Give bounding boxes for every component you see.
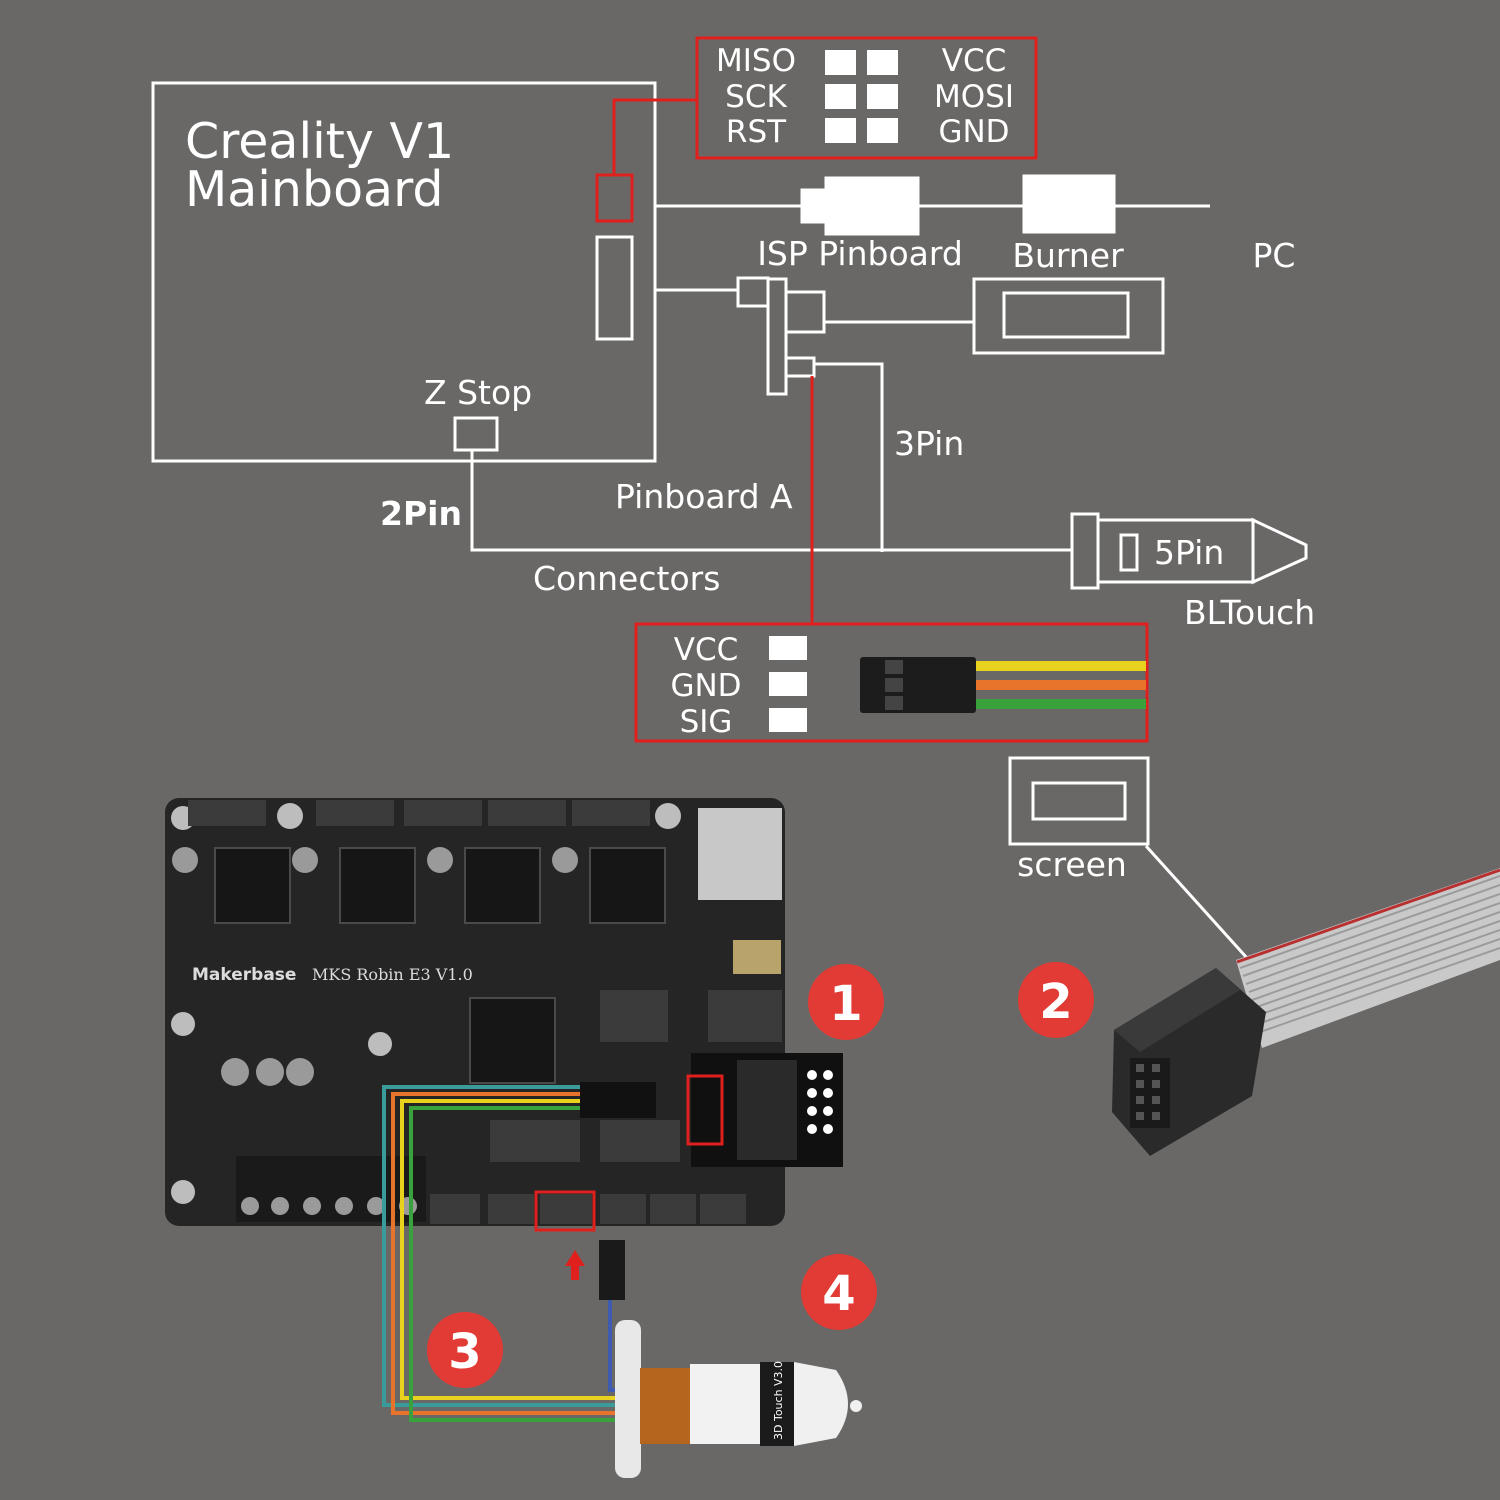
step-badge-2: 2	[1018, 962, 1094, 1038]
pinboard-a-label: Pinboard A	[615, 477, 793, 516]
bltouch-label: BLTouch	[1184, 593, 1315, 632]
board-brand-text: Makerbase	[192, 965, 296, 985]
step-badge-2-text: 2	[1039, 974, 1072, 1030]
zstop-label: Z Stop	[424, 373, 532, 412]
connectors-label: Connectors	[533, 559, 720, 598]
mainboard-exp-header	[595, 235, 634, 341]
bltouch-tip	[1251, 517, 1308, 585]
3d-touch-probe: 3D Touch V3.0	[615, 1320, 862, 1478]
step-badge-4-text: 4	[822, 1266, 855, 1322]
pinboard-a-photo	[686, 1053, 843, 1167]
screen-connector-outline	[1008, 756, 1150, 846]
pin2-wire	[470, 448, 1072, 552]
pinboard-a-exp-port	[784, 290, 826, 334]
step-badge-4: 4	[801, 1254, 877, 1330]
bltouch-schematic	[1070, 512, 1308, 590]
burner-label: Burner	[1012, 236, 1124, 275]
bltouch-5pin-port	[1119, 533, 1139, 572]
screen-connector-slot	[1031, 781, 1127, 821]
pinboard-a-body	[766, 277, 788, 396]
board-dupont	[580, 1082, 656, 1118]
screen-leader-line	[1144, 844, 1258, 970]
pin5-label: 5Pin	[1154, 533, 1224, 572]
step-badge-1: 1	[808, 964, 884, 1040]
mainboard-outline	[151, 81, 657, 463]
isp-pin-mosi: MOSI	[934, 79, 1014, 115]
bltouch-pin-gnd: GND	[670, 668, 741, 704]
isp-pin-gnd: GND	[938, 114, 1009, 150]
isp-pin-miso: MISO	[716, 43, 796, 79]
board-model-text: MKS Robin E3 V1.0	[312, 965, 473, 984]
ribbon-cable	[1236, 868, 1500, 1048]
mks-robin-board: Makerbase MKS Robin E3 V1.0	[165, 798, 785, 1226]
pinboard-a-input	[736, 276, 770, 308]
isp-highlight	[595, 36, 1038, 223]
pin2-label: 2Pin	[380, 494, 462, 533]
probe-model-text: 3D Touch V3.0	[772, 1361, 785, 1440]
screen-label: screen	[1017, 845, 1127, 884]
pinboard-a-probe-highlight	[686, 1074, 724, 1146]
dupont-connector	[860, 657, 1146, 713]
isp-pinboard-plug	[800, 188, 828, 224]
step-badge-3-text: 3	[448, 1324, 481, 1380]
isp-pinout-box	[695, 36, 1038, 160]
programmer-chain	[655, 174, 1210, 236]
zstop-port	[453, 416, 499, 452]
bltouch-pin-sig: SIG	[680, 704, 733, 740]
isp-pin-sck: SCK	[725, 79, 787, 115]
idc-plug	[1112, 968, 1266, 1156]
bltouch-pin-vcc: VCC	[674, 632, 739, 668]
isp-pinboard-label: ISP Pinboard	[757, 234, 963, 273]
isp-port-highlight	[595, 173, 634, 223]
bltouch-pinout-pads	[769, 636, 807, 732]
probe-wires	[382, 1085, 690, 1422]
pin3-wire	[814, 362, 884, 552]
mainboard-title-line2: Mainboard	[185, 161, 443, 218]
pc-label: PC	[1253, 236, 1296, 275]
isp-leader-line	[612, 98, 697, 175]
step-badge-1-text: 1	[829, 976, 862, 1032]
pinboard-a-probe-port	[784, 356, 816, 378]
bltouch-pinout-box	[634, 622, 1149, 743]
burner-body	[1022, 174, 1116, 234]
isp-pin-vcc: VCC	[942, 43, 1007, 79]
bltouch-plug	[1070, 512, 1100, 590]
pin3-label: 3Pin	[894, 424, 964, 463]
isp-pin-rst: RST	[726, 114, 787, 150]
step-badge-3: 3	[427, 1312, 503, 1388]
screen-connector	[1008, 756, 1258, 970]
mainboard-title-line1: Creality V1	[185, 113, 454, 170]
zstop-plug	[599, 1240, 625, 1300]
isp-pinboard-body	[824, 176, 920, 236]
screen-cable-connector-slot	[1002, 291, 1130, 339]
red-up-arrow-icon	[565, 1250, 585, 1280]
isp-pinout-pads	[825, 50, 898, 143]
screen-cable-connector	[972, 277, 1165, 355]
pinboard-a	[470, 276, 1165, 552]
zstop-port-highlight	[534, 1190, 596, 1232]
